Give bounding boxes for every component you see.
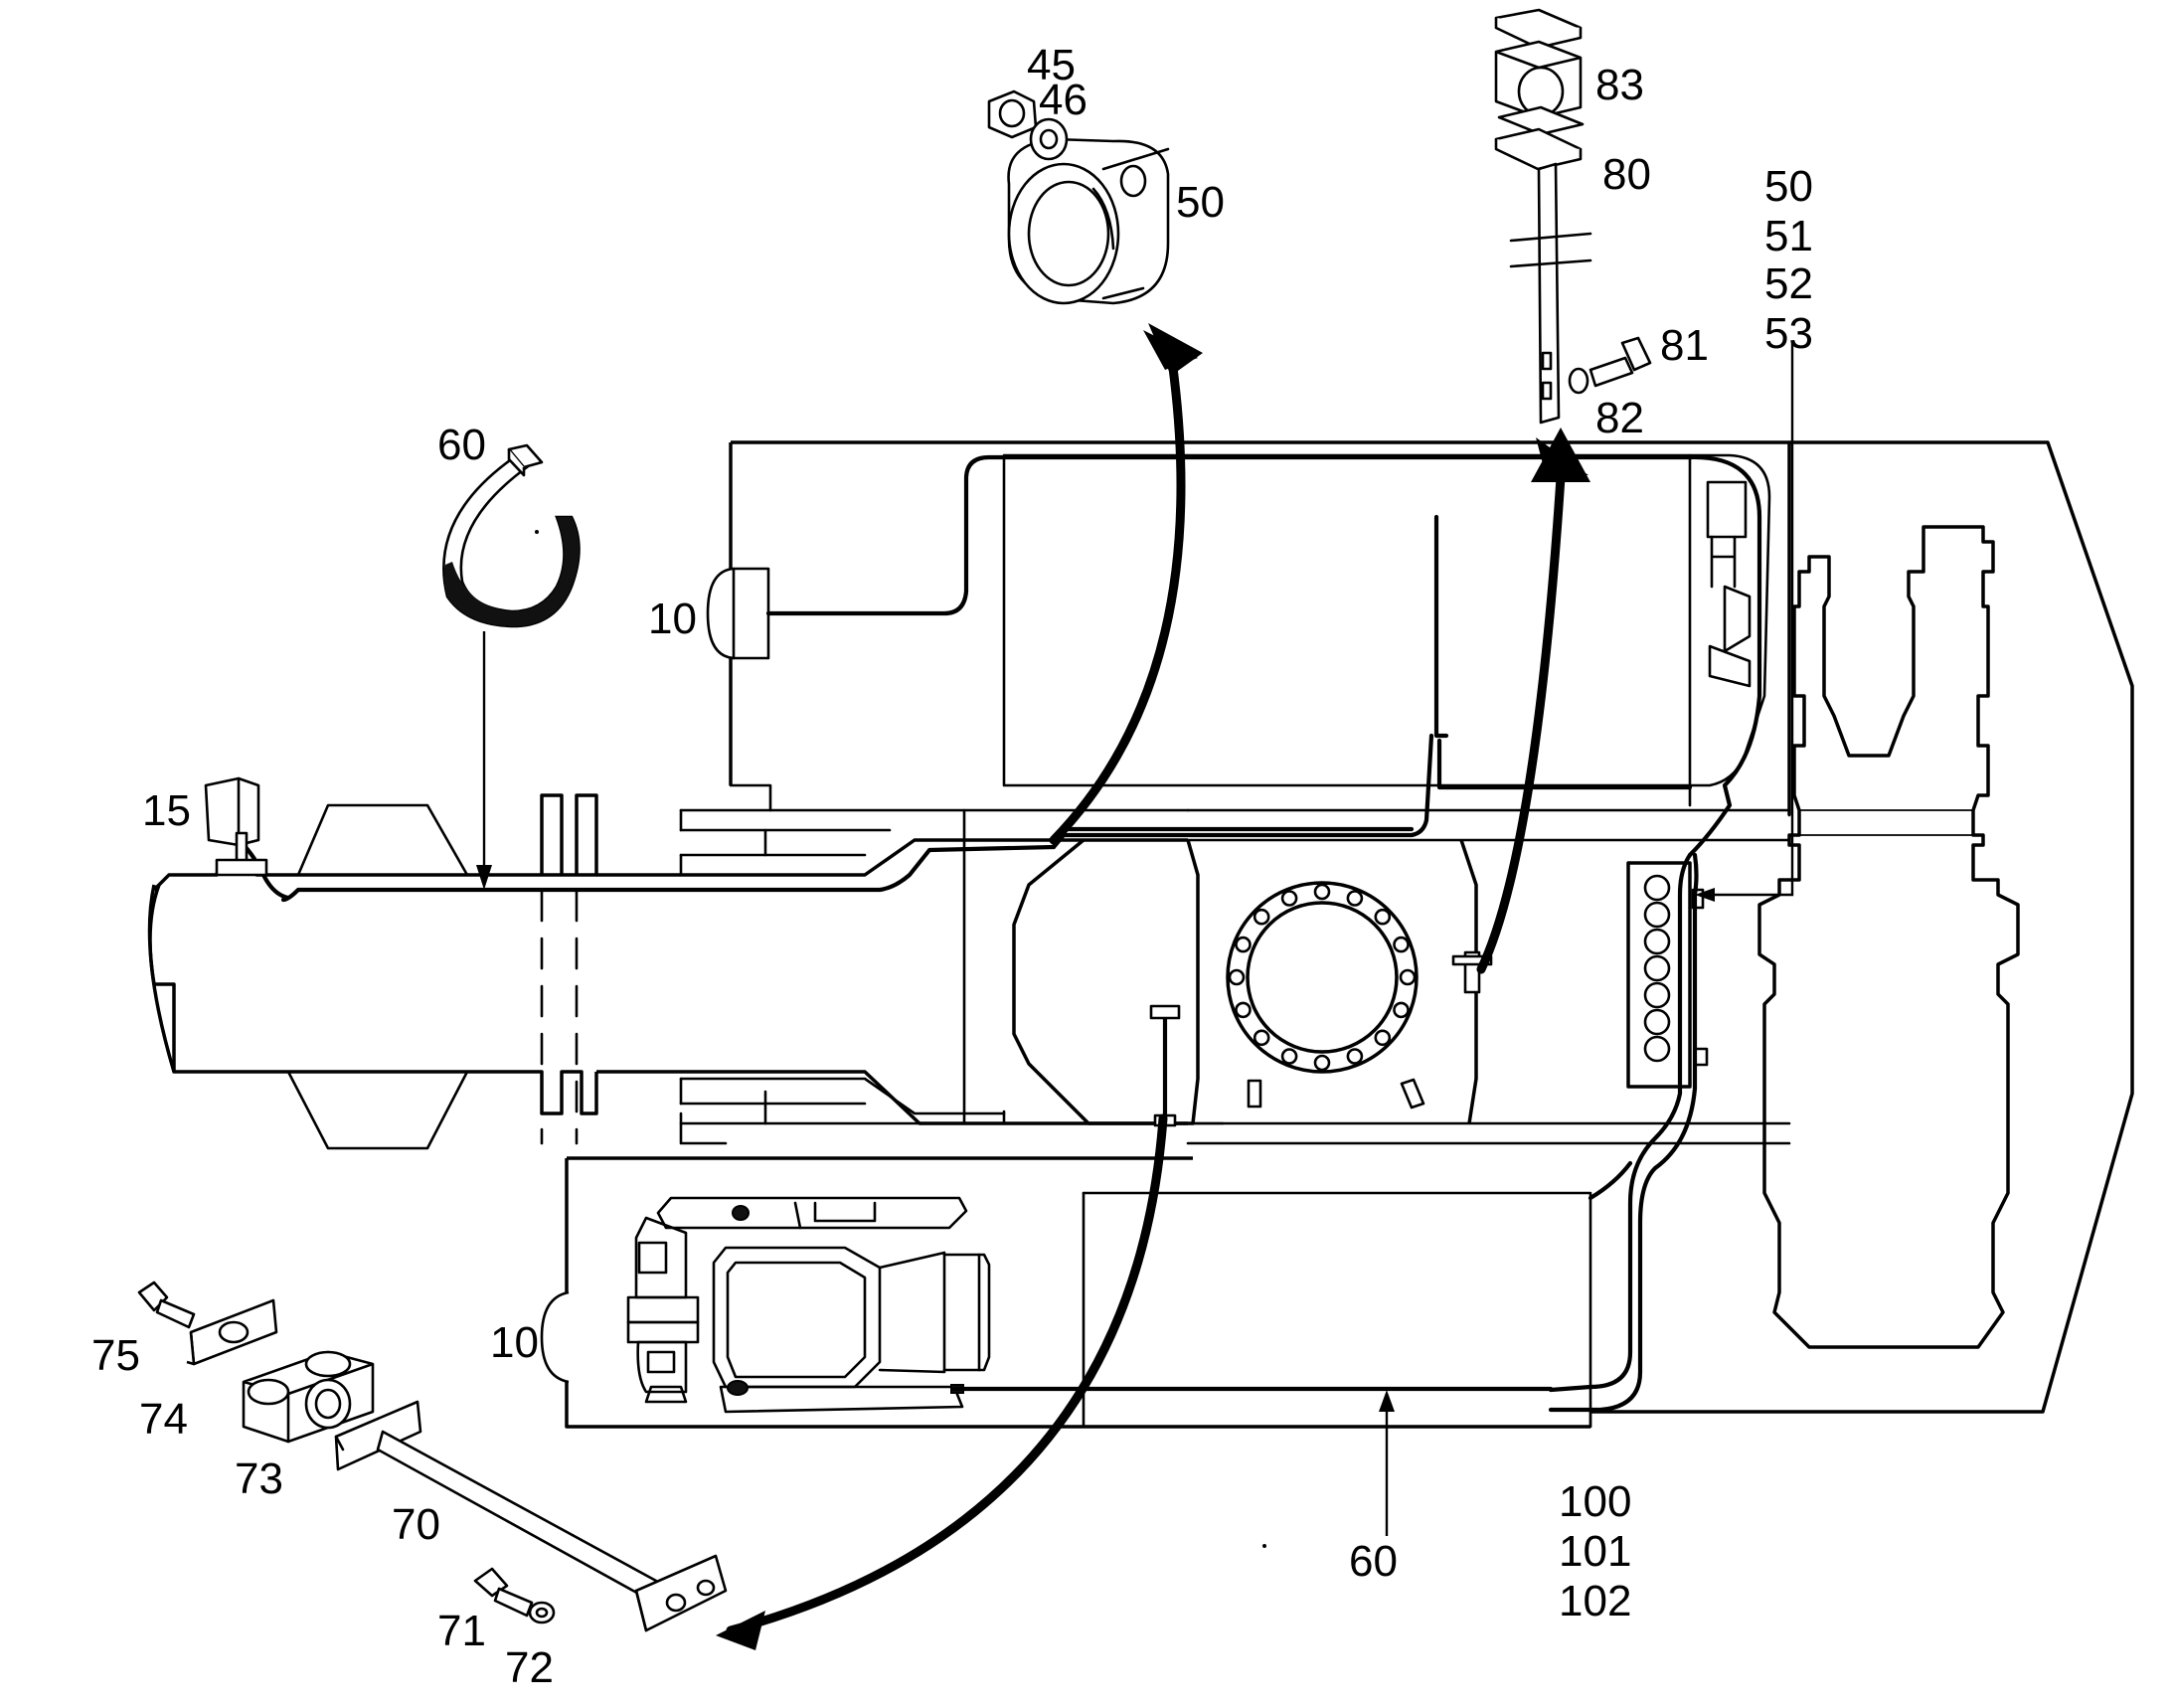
arrow-to-support-70	[716, 1113, 1168, 1650]
bolt-hole	[1313, 883, 1331, 901]
valve-port	[1643, 874, 1671, 902]
bolt-hole	[1235, 936, 1252, 953]
part-83-clamp	[1494, 8, 1585, 136]
part-75-bolt	[137, 1281, 196, 1329]
callout-74: 74	[139, 1395, 188, 1444]
bolt-hole	[1313, 1054, 1331, 1072]
part-80-bracket	[1494, 127, 1592, 425]
callout-50-group: 50	[1764, 162, 1813, 211]
callout-labels: 45 46 50 83 80 81 82 50 51 52 53 60 10 1…	[91, 41, 1813, 1692]
bolt-hole	[1280, 1048, 1298, 1065]
callout-60-top: 60	[437, 421, 486, 469]
callout-100: 100	[1559, 1477, 1631, 1526]
right-frame-outline	[1590, 440, 2134, 1414]
arrow-to-bracket-80	[1476, 427, 1590, 974]
lower-cab-box	[540, 1156, 1592, 1429]
callout-53: 53	[1764, 309, 1813, 358]
part-71-bolt	[473, 1567, 534, 1618]
callout-81: 81	[1660, 321, 1709, 370]
valve-port	[1643, 1008, 1671, 1036]
part-50-p-clamp	[1007, 137, 1170, 305]
callout-50-clamp: 50	[1176, 178, 1225, 227]
part-72-washer	[528, 1601, 556, 1624]
callout-101: 101	[1559, 1527, 1631, 1576]
valve-ports	[1643, 874, 1671, 1063]
valve-port	[1643, 981, 1671, 1009]
callout-10-bottom: 10	[490, 1318, 539, 1367]
part-15-switch	[204, 776, 268, 877]
turntable-frame	[1012, 838, 1493, 1125]
bolt-hole	[1399, 968, 1417, 986]
callout-15: 15	[142, 786, 191, 835]
part-46-washer	[1029, 117, 1069, 161]
callout-70: 70	[392, 1500, 440, 1549]
callout-10-top: 10	[648, 595, 697, 643]
callout-102: 102	[1559, 1577, 1631, 1625]
bolt-hole	[1235, 1001, 1252, 1019]
part-70-support-bar	[334, 1400, 728, 1632]
part-81-bolt	[1588, 336, 1652, 388]
bolt-hole	[1346, 890, 1364, 907]
bolt-hole	[1228, 968, 1246, 986]
valve-port	[1643, 1035, 1671, 1063]
bolt-hole	[1280, 890, 1298, 907]
callout-73: 73	[235, 1454, 283, 1503]
callout-72: 72	[505, 1643, 554, 1692]
valve-port	[1643, 928, 1671, 955]
part-73-clamp-block	[242, 1350, 375, 1444]
callout-51: 51	[1764, 212, 1813, 260]
arrow-to-clamp-50	[1049, 323, 1203, 845]
bolt-hole	[1393, 1001, 1410, 1019]
callout-60-bottom: 60	[1349, 1537, 1398, 1586]
engine-silhouette	[1757, 525, 2020, 1349]
callout-46: 46	[1039, 76, 1087, 124]
callout-83: 83	[1595, 61, 1644, 109]
bolt-hole	[1374, 908, 1392, 926]
valve-port	[1643, 954, 1671, 982]
leader-lines	[476, 343, 1794, 1548]
bolt-hole	[1374, 1029, 1392, 1047]
upper-cab-box	[706, 440, 1791, 815]
valve-block	[1626, 861, 1709, 1089]
part-60-cable-tie	[442, 443, 581, 628]
callout-80: 80	[1602, 150, 1651, 199]
bolt-ring	[1228, 883, 1417, 1072]
callout-45: 45	[1027, 41, 1076, 89]
wire-harness	[241, 454, 1762, 1413]
callout-82: 82	[1595, 394, 1644, 442]
bolt-hole	[1253, 908, 1270, 926]
bolt-hole	[1346, 1048, 1364, 1065]
valve-port	[1643, 901, 1671, 929]
callout-71: 71	[437, 1607, 486, 1655]
callout-75: 75	[91, 1331, 140, 1380]
bolt-hole	[1393, 936, 1410, 953]
part-74-plate	[186, 1298, 278, 1366]
part-82-washer	[1568, 367, 1589, 395]
bolt-hole	[1253, 1029, 1270, 1047]
part-45-nut	[987, 89, 1038, 139]
callout-52: 52	[1764, 259, 1813, 308]
